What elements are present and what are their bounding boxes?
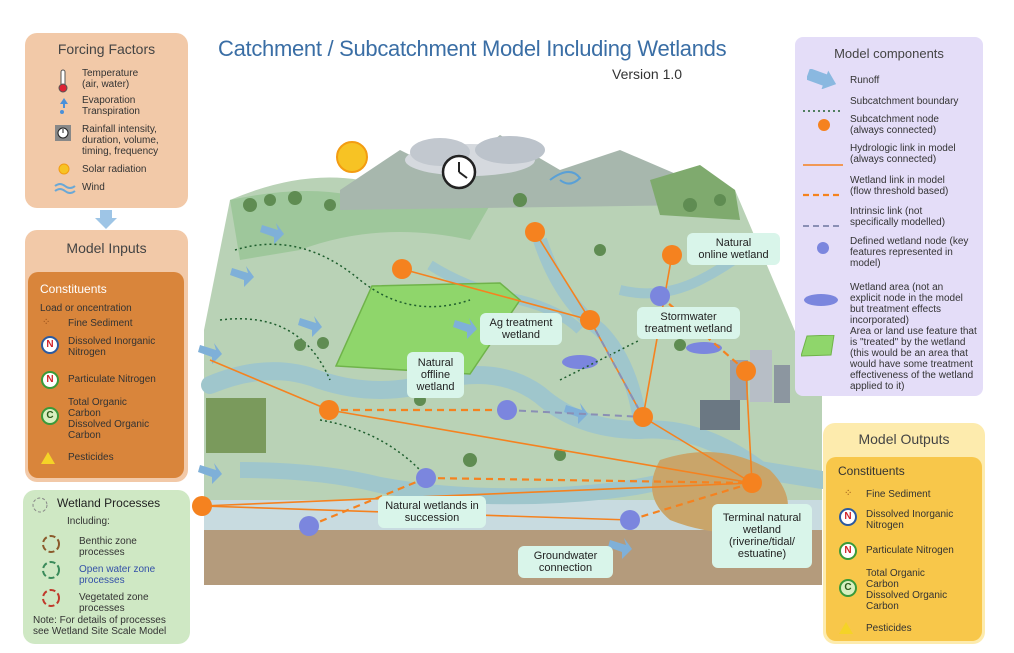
model-outputs-panel: Model Outputs Constituents ⁘ Fine Sedime… (823, 423, 985, 644)
label-groundwater-connection: Groundwater connection (518, 546, 613, 578)
inputs-item-carbon: Total Organic Carbon Dissolved Organic C… (68, 397, 150, 441)
subcatchment-boundary-icon (803, 100, 843, 118)
wind-icon (54, 181, 76, 199)
process-item-open-water: Open water zone processes (79, 564, 156, 586)
sun-icon (56, 161, 72, 182)
wetland-link-icon (803, 184, 843, 202)
wetland-processes-including: Including: (67, 516, 110, 527)
n-green-icon: N (839, 542, 857, 560)
forcing-item-temperature: Temperature (air, water) (82, 68, 139, 90)
pesticide-icon (41, 451, 55, 469)
model-links (192, 222, 762, 536)
n-green-icon: N (41, 371, 59, 389)
component-wetland-node: Defined wetland node (key features repre… (850, 236, 969, 269)
component-boundary: Subcatchment boundary (850, 96, 959, 107)
outputs-item-din: Dissolved Inorganic Nitrogen (866, 509, 954, 531)
inputs-item-din: Dissolved Inorganic Nitrogen (68, 336, 156, 358)
hydrologic-link-icon (803, 154, 843, 172)
down-arrow-icon (95, 210, 117, 229)
forcing-factors-title: Forcing Factors (57, 41, 156, 57)
c-icon: C (839, 579, 857, 597)
open-water-icon (41, 560, 61, 585)
c-icon: C (41, 407, 59, 425)
inputs-constituents-box: Constituents Load or oncentration ⁘ Fine… (28, 272, 184, 478)
sediment-icon: ⁘ (42, 317, 51, 328)
pesticide-icon (839, 621, 853, 639)
intrinsic-link-icon (803, 215, 843, 233)
label-natural-online-wetland: Natural online wetland (687, 233, 780, 265)
forcing-item-rainfall: Rainfall intensity, duration, volume, ti… (82, 124, 159, 157)
inputs-item-pesticides: Pesticides (68, 452, 114, 463)
evaporation-icon (58, 96, 70, 121)
outputs-item-pn: Particulate Nitrogen (866, 545, 954, 556)
outputs-constituents-box: Constituents ⁘ Fine Sediment N Dissolved… (826, 457, 982, 641)
model-components-panel: Model components Runoff Subcatchment bou… (795, 37, 983, 396)
treated-area-icon (800, 334, 835, 362)
inputs-item-pn: Particulate Nitrogen (68, 374, 156, 385)
forcing-item-solar: Solar radiation (82, 164, 147, 175)
component-subcatchment-node: Subcatchment node (always connected) (850, 114, 939, 136)
outputs-item-carbon: Total Organic Carbon Dissolved Organic C… (866, 568, 948, 612)
inputs-item-sediment: Fine Sediment (68, 318, 133, 329)
wetland-processes-title: Wetland Processes (57, 496, 161, 510)
rain-clock-icon (55, 125, 71, 146)
benthic-icon (41, 534, 61, 559)
wetland-process-icon (31, 496, 49, 519)
outputs-constituents-title: Constituents (838, 464, 905, 478)
n-blue-icon: N (41, 336, 59, 354)
component-wetland-link: Wetland link in model (flow threshold ba… (850, 175, 949, 197)
thermometer-icon (58, 69, 68, 98)
label-succession-wetlands: Natural wetlands in succession (378, 496, 486, 528)
wetland-processes-note: Note: For details of processes see Wetla… (33, 615, 167, 637)
inputs-load-label: Load or oncentration (40, 303, 132, 314)
subcatchment-node-icon (817, 118, 831, 137)
n-blue-icon: N (839, 508, 857, 526)
label-stormwater-wetland: Stormwater treatment wetland (637, 307, 740, 339)
component-runoff: Runoff (850, 75, 880, 86)
label-terminal-wetland: Terminal natural wetland (riverine/tidal… (712, 504, 812, 568)
component-hydrologic-link: Hydrologic link in model (always connect… (850, 143, 956, 165)
outputs-item-sediment: Fine Sediment (866, 489, 931, 500)
vegetated-icon (41, 588, 61, 613)
process-item-benthic: Benthic zone processes (79, 536, 137, 558)
wetland-area-icon (803, 293, 839, 312)
process-item-vegetated: Vegetated zone processes (79, 592, 149, 614)
model-inputs-title: Model Inputs (66, 240, 147, 256)
runoff-arrow-icon (805, 68, 837, 94)
wetland-node-icon (816, 241, 830, 260)
outputs-item-pesticides: Pesticides (866, 623, 912, 634)
model-inputs-panel: Model Inputs Constituents Load or oncent… (25, 230, 188, 482)
forcing-factors-panel: Forcing Factors Temperature (air, water)… (25, 33, 188, 208)
wetland-processes-panel: Wetland Processes Including: Benthic zon… (23, 490, 190, 644)
sediment-icon: ⁘ (844, 488, 853, 499)
forcing-item-wind: Wind (82, 182, 105, 193)
component-intrinsic-link: Intrinsic link (not specifically modelle… (850, 206, 946, 228)
model-outputs-title: Model Outputs (858, 431, 950, 447)
component-wetland-area: Wetland area (not an explicit node in th… (850, 282, 963, 326)
inputs-constituents-title: Constituents (40, 282, 107, 296)
version-label: Version 1.0 (612, 66, 683, 82)
label-ag-treatment-wetland: Ag treatment wetland (480, 313, 562, 345)
component-treated-area: Area or land use feature that is "treate… (850, 326, 977, 392)
model-components-title: Model components (834, 46, 944, 61)
label-natural-offline-wetland: Natural offline wetland (407, 352, 464, 398)
forcing-item-evaporation: Evaporation Transpiration (82, 95, 140, 117)
diagram-title: Catchment / Subcatchment Model Including… (218, 36, 727, 61)
